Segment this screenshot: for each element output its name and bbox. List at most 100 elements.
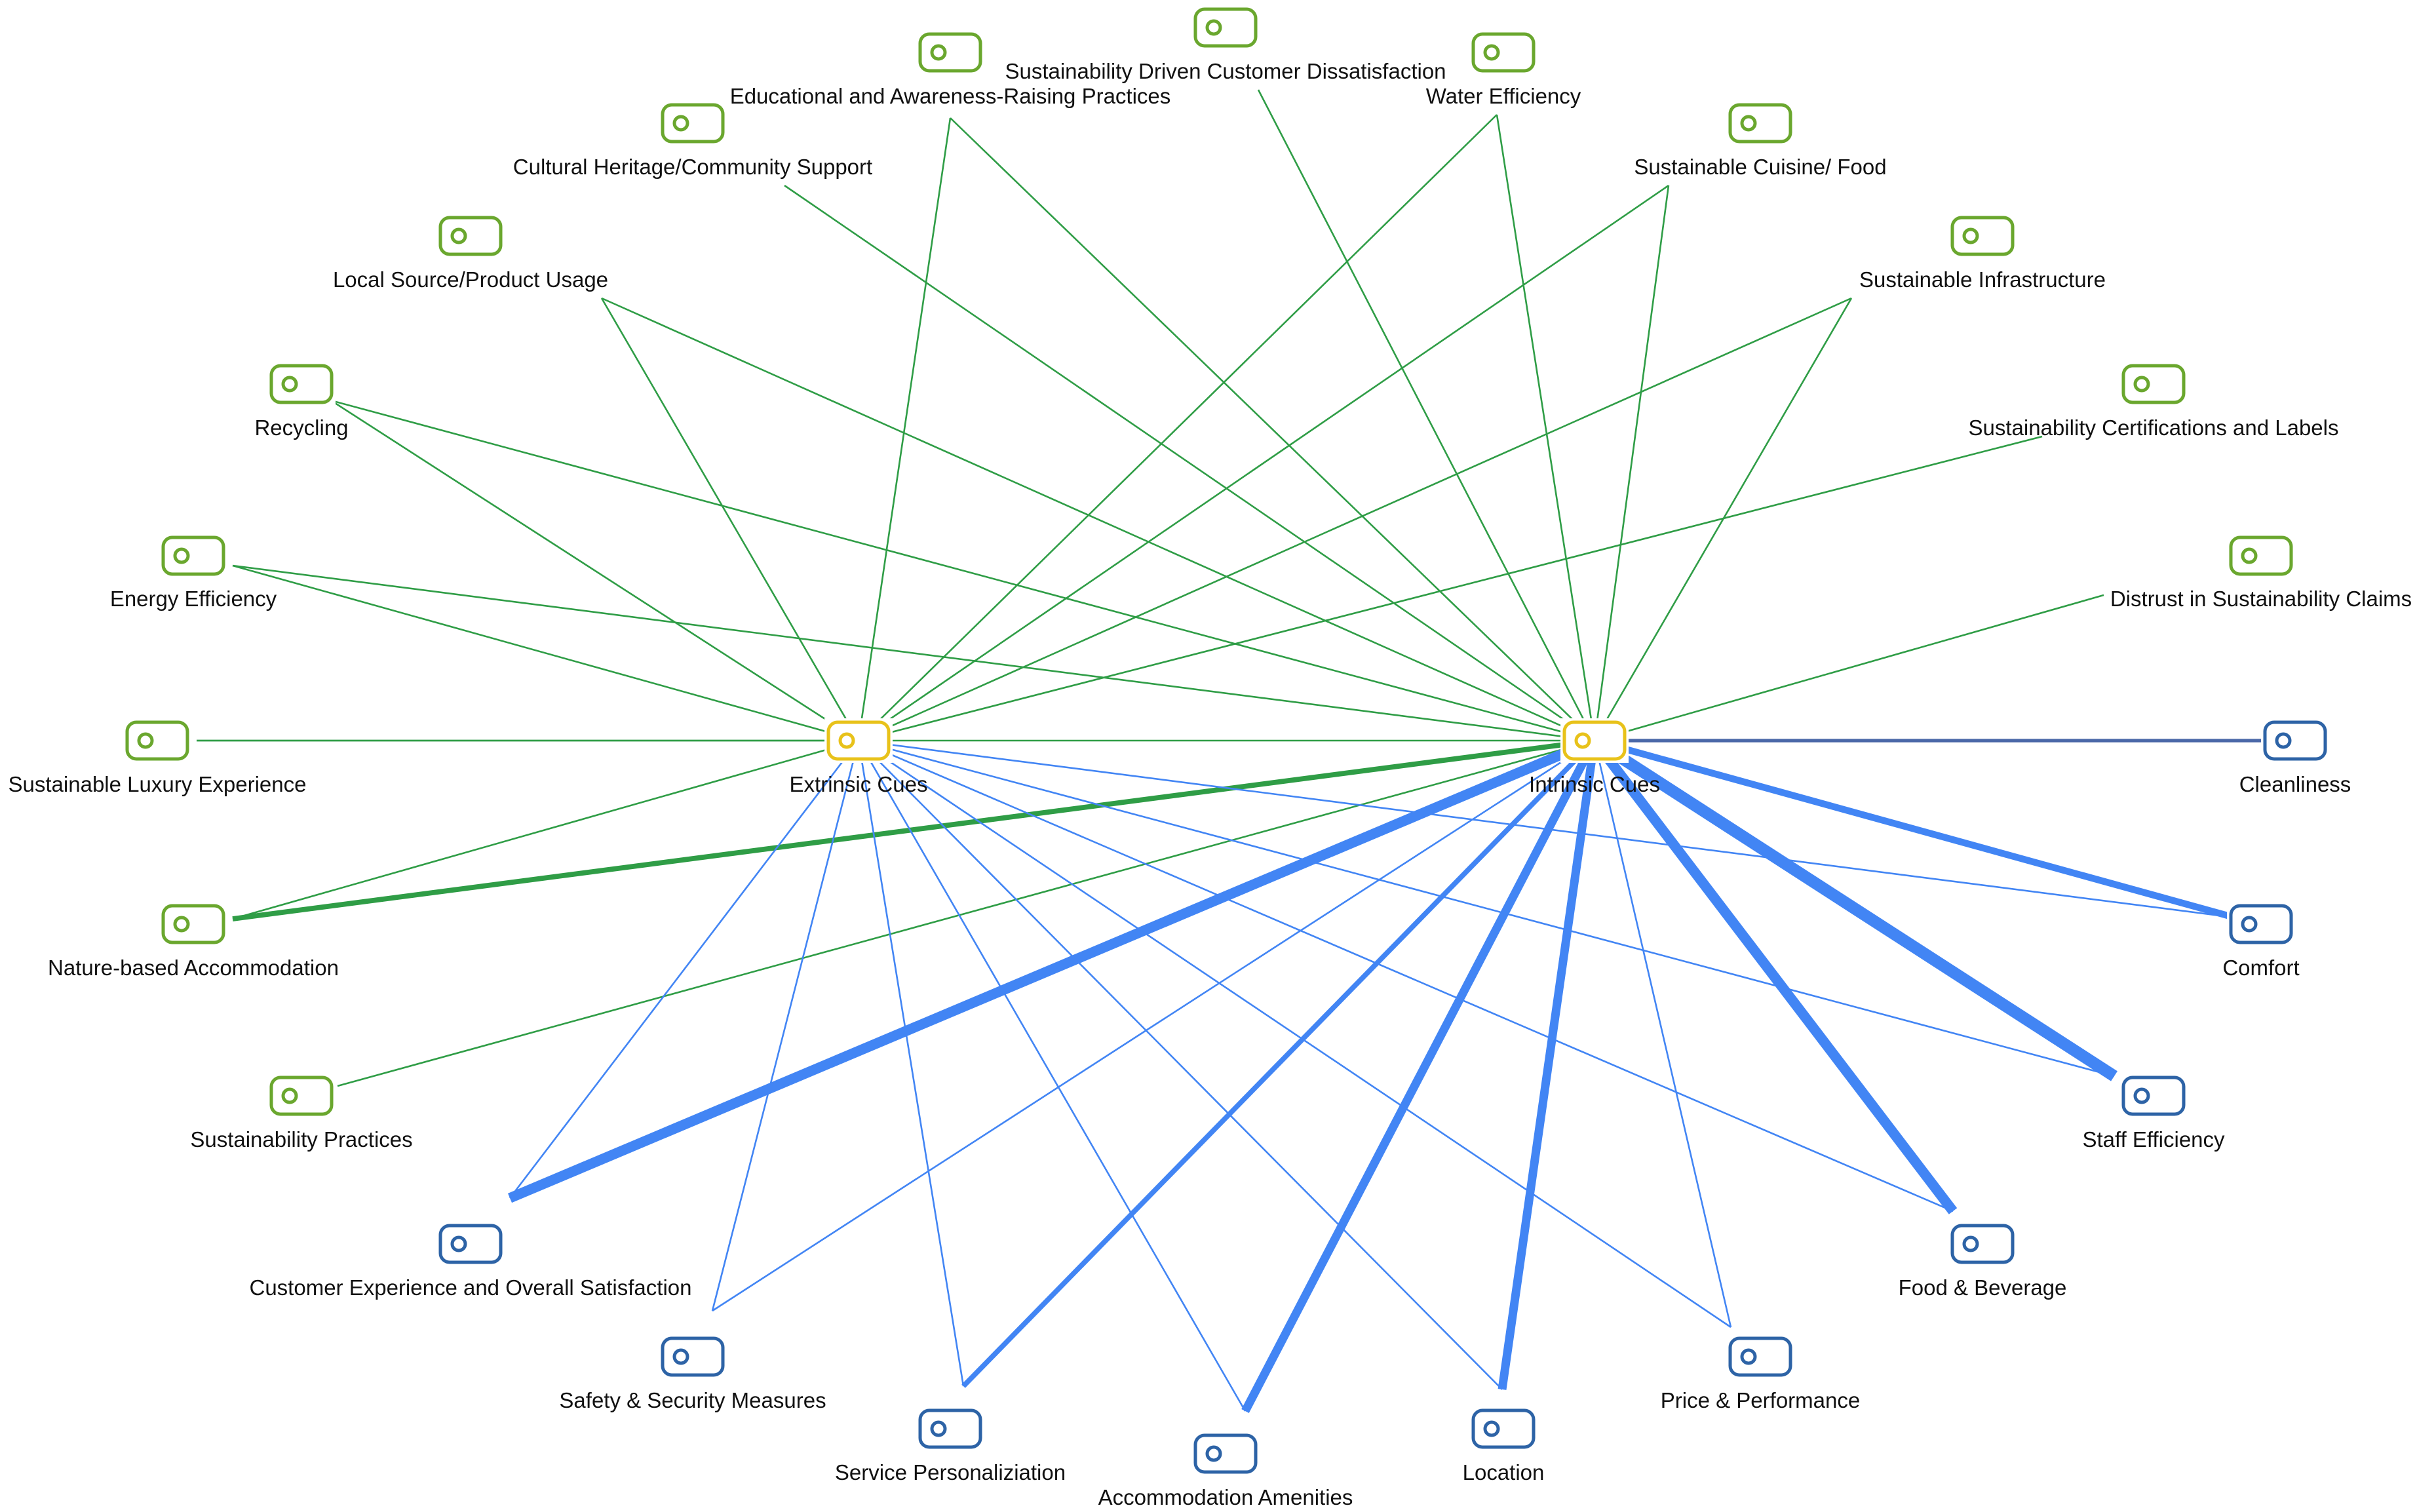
node-label-amenities: Accommodation Amenities [1098,1485,1353,1509]
link-extrinsic-food [858,739,1954,1212]
link-extrinsic-price [858,739,1731,1328]
link-intrinsic-personalization [961,739,1596,1388]
node-water[interactable]: Water Efficiency [1426,30,1581,108]
toggle-tag-icon [2261,718,2329,763]
link-intrinsic-safety [712,739,1595,1312]
link-intrinsic-amenities [1241,738,1598,1414]
toggle-tag-icon [659,101,727,145]
link-extrinsic-local [600,298,860,741]
node-label-safety: Safety & Security Measures [559,1388,826,1412]
link-intrinsic-dissatisfaction [1257,89,1596,741]
node-label-price: Price & Performance [1661,1388,1860,1412]
node-label-education: Educational and Awareness-Raising Practi… [730,84,1171,108]
link-extrinsic-infrastructure [858,297,1852,742]
link-extrinsic-education [857,117,952,741]
node-cuisine[interactable]: Sustainable Cuisine/ Food [1634,101,1887,179]
node-label-local: Local Source/Product Usage [333,267,608,292]
node-label-personalization: Service Personaliziation [835,1460,1066,1484]
link-intrinsic-location [1498,740,1599,1390]
code-nodes: Sustainable Luxury Experience Energy Effi… [9,5,2412,1509]
toggle-tag-icon [2227,533,2295,578]
link-extrinsic-energy [232,564,859,742]
link-intrinsic-water [1496,114,1596,741]
node-label-energy: Energy Efficiency [110,587,277,611]
node-luxury[interactable]: Sustainable Luxury Experience [9,718,307,796]
node-label-experience: Customer Experience and Overall Satisfac… [250,1275,692,1300]
node-personalization[interactable]: Service Personaliziation [835,1406,1066,1484]
node-label-certifications: Sustainability Certifications and Labels [1969,416,2339,440]
link-intrinsic-comfort [1593,737,2236,921]
node-label-cuisine: Sustainable Cuisine/ Food [1634,155,1886,179]
link-intrinsic-practices [337,739,1595,1087]
node-label-recycling: Recycling [254,416,348,440]
node-label-extrinsic: Extrinsic Cues [790,772,928,796]
link-extrinsic-staff [858,739,2115,1077]
node-label-practices: Sustainability Practices [190,1127,412,1152]
link-extrinsic-recycling [330,399,859,742]
link-intrinsic-heritage [784,184,1595,742]
toggle-tag-icon [267,362,336,406]
link-intrinsic-food [1590,737,1958,1214]
link-extrinsic-safety [711,740,860,1311]
node-practices[interactable]: Sustainability Practices [190,1074,413,1152]
relation-links [197,89,2266,1414]
node-food[interactable]: Food & Beverage [1899,1222,2067,1300]
link-extrinsic-certifications [858,435,2043,742]
node-distrust[interactable]: Distrust in Sustainability Claims [2110,533,2412,611]
toggle-tag-icon [1726,101,1794,145]
link-intrinsic-education [950,117,1595,741]
node-cleanliness[interactable]: Cleanliness [2239,718,2351,796]
link-intrinsic-local [601,297,1595,742]
node-label-cleanliness: Cleanliness [2239,772,2351,796]
link-intrinsic-price [1593,740,1732,1328]
node-comfort[interactable]: Comfort [2222,902,2300,980]
link-extrinsic-amenities [857,740,1247,1412]
node-intrinsic[interactable]: Intrinsic Cues [1529,718,1660,796]
link-intrinsic-staff [1591,735,2117,1081]
toggle-tag-icon [123,718,191,763]
node-experience[interactable]: Customer Experience and Overall Satisfac… [250,1222,692,1300]
toggle-tag-icon [2119,362,2188,406]
link-intrinsic-distrust [1594,594,2104,742]
toggle-tag-icon [1191,1431,1260,1476]
node-amenities[interactable]: Accommodation Amenities [1098,1431,1353,1509]
node-energy[interactable]: Energy Efficiency [110,533,277,611]
toggle-tag-icon [659,1334,727,1379]
node-label-food: Food & Beverage [1899,1275,2067,1300]
toggle-tag-icon [1948,1222,2017,1266]
toggle-tag-icon [436,214,505,258]
node-label-comfort: Comfort [2222,956,2299,980]
node-price[interactable]: Price & Performance [1661,1334,1860,1412]
node-safety[interactable]: Safety & Security Measures [559,1334,826,1412]
toggle-tag-icon [916,1406,984,1451]
node-dissatisfaction[interactable]: Sustainability Driven Customer Dissatisf… [1005,5,1446,83]
node-infrastructure[interactable]: Sustainable Infrastructure [1859,214,2106,292]
node-extrinsic[interactable]: Extrinsic Cues [790,718,928,796]
node-local[interactable]: Local Source/Product Usage [333,214,608,292]
node-nature[interactable]: Nature-based Accommodation [48,902,339,980]
node-certifications[interactable]: Sustainability Certifications and Labels [1969,362,2339,440]
node-recycling[interactable]: Recycling [254,362,349,440]
node-staff[interactable]: Staff Efficiency [2082,1074,2225,1152]
link-extrinsic-water [858,114,1498,741]
node-label-dissatisfaction: Sustainability Driven Customer Dissatisf… [1005,59,1446,83]
toggle-tag-icon [1560,718,1629,763]
node-education[interactable]: Educational and Awareness-Raising Practi… [730,30,1171,108]
link-extrinsic-personalization [857,740,965,1387]
toggle-tag-icon [1726,1334,1794,1379]
link-intrinsic-infrastructure [1593,298,1853,741]
node-label-nature: Nature-based Accommodation [48,956,339,980]
node-label-intrinsic: Intrinsic Cues [1529,772,1660,796]
node-label-infrastructure: Sustainable Infrastructure [1859,267,2106,292]
node-label-luxury: Sustainable Luxury Experience [9,772,307,796]
toggle-tag-icon [159,533,227,578]
node-location[interactable]: Location [1463,1406,1545,1484]
link-extrinsic-nature [232,739,859,920]
node-label-water: Water Efficiency [1426,84,1581,108]
link-intrinsic-energy [232,564,1595,742]
link-intrinsic-recycling [330,399,1595,742]
node-heritage[interactable]: Cultural Heritage/Community Support [513,101,872,179]
toggle-tag-icon [824,718,893,763]
link-intrinsic-experience [507,735,1597,1203]
